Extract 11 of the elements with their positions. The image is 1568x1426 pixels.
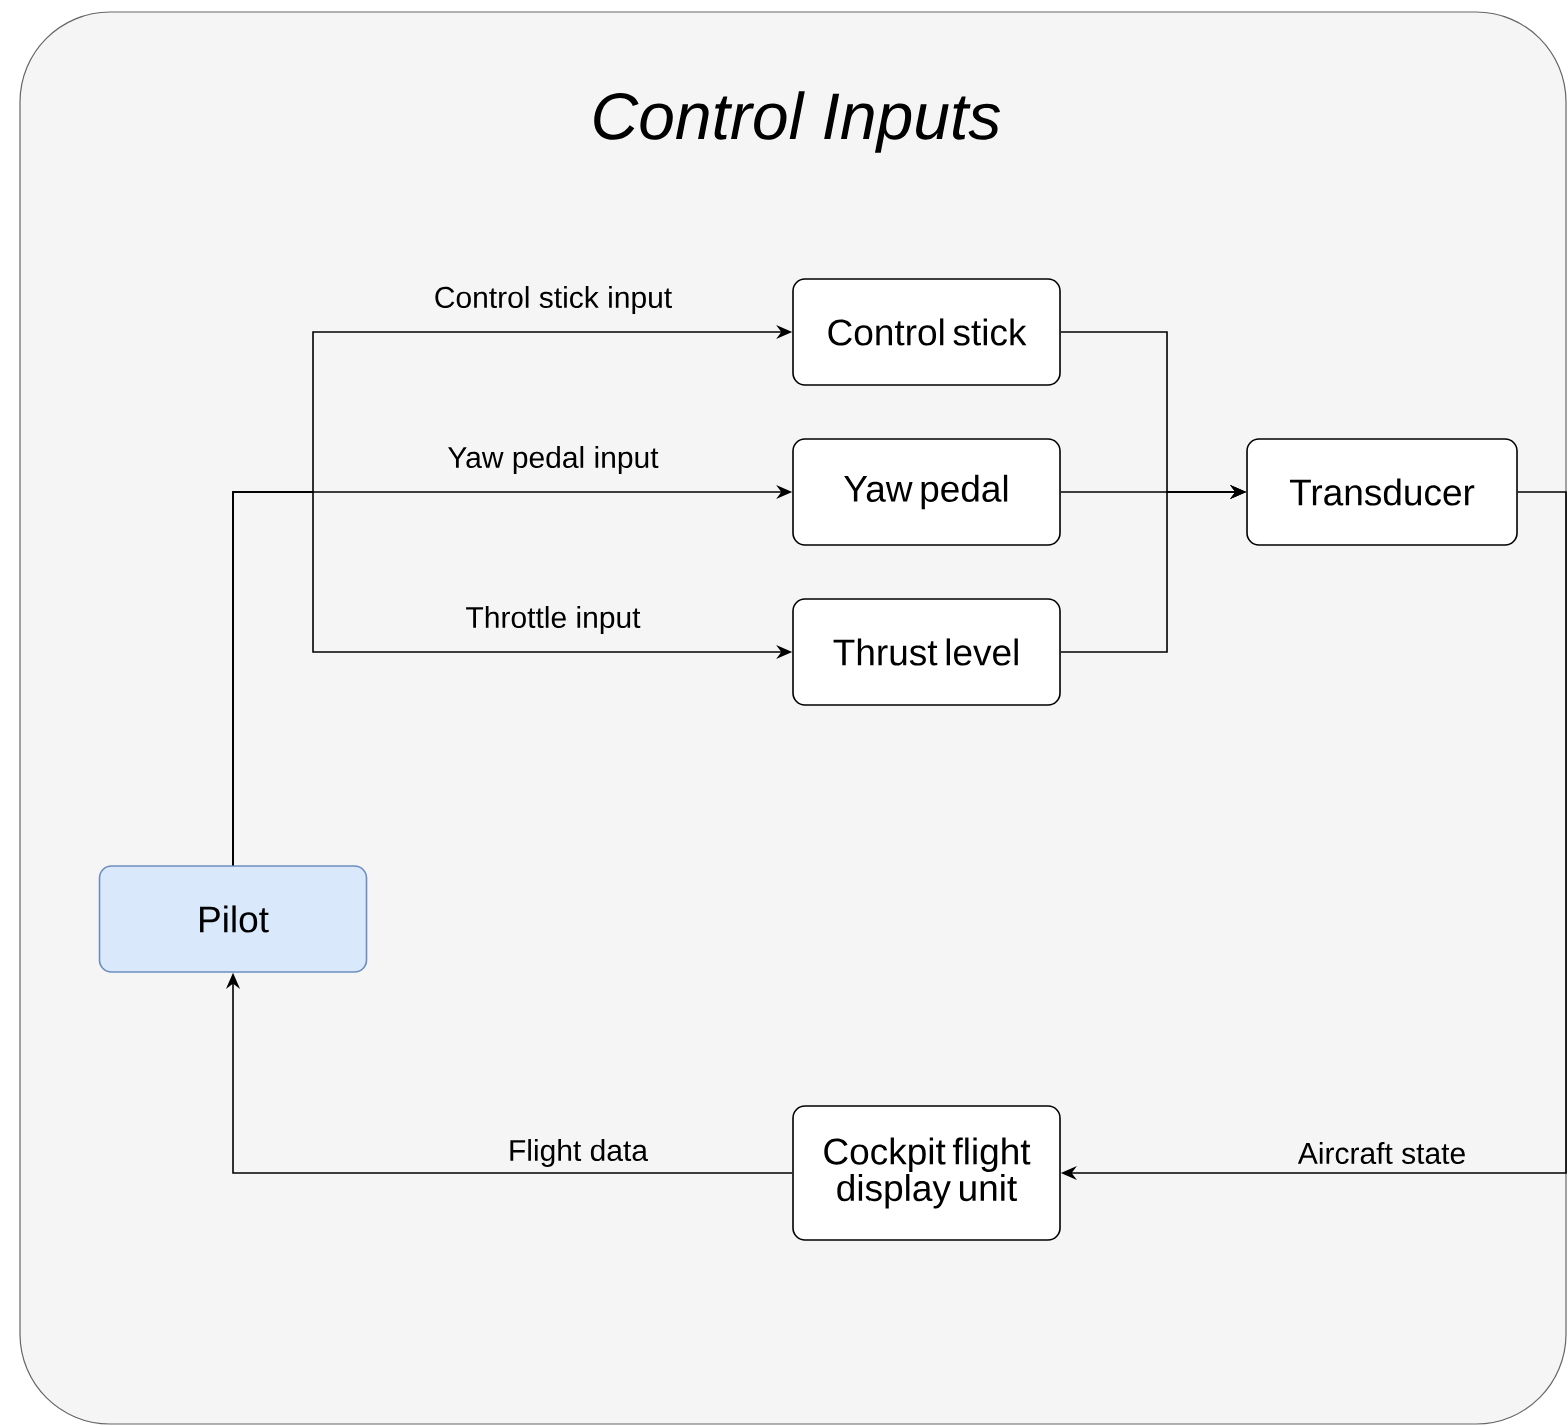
edge-label: Flight data: [505, 1137, 651, 1169]
process-box: Pilot: [98, 865, 368, 973]
edge-label: Aircraft state: [1295, 1140, 1469, 1167]
process-box: Transducer: [1246, 438, 1518, 546]
process-box: Cockpit flight display unit: [792, 1105, 1061, 1241]
edge-label: Yaw pedal input: [445, 444, 661, 476]
process-box: Control stick: [792, 278, 1061, 386]
process-box: Yaw pedal: [792, 438, 1061, 546]
edge-label: Control stick input: [431, 284, 675, 316]
edge-label: Throttle input: [463, 604, 643, 636]
process-box: Thrust level: [792, 598, 1061, 706]
